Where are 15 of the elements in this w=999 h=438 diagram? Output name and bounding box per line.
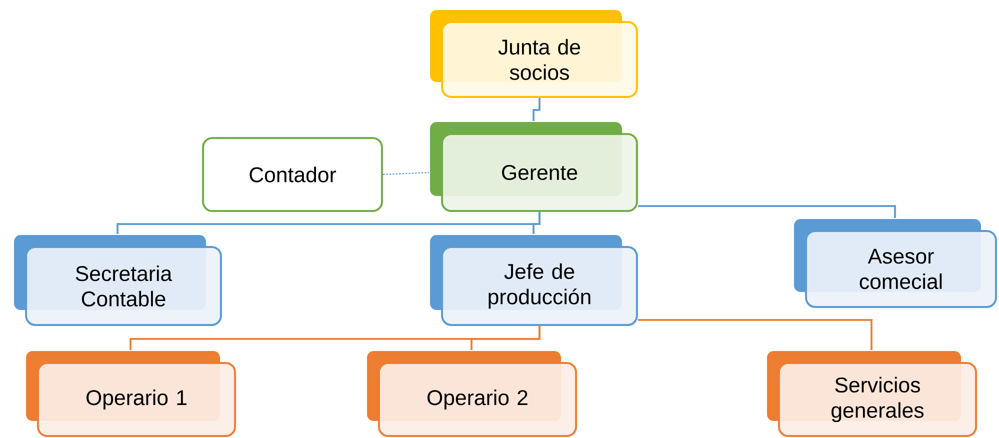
org-box: Operario 2	[367, 351, 578, 438]
connector-line	[532, 212, 540, 234]
connector-line	[382, 172, 430, 176]
org-box: Gerente	[430, 122, 638, 212]
org-box: Secretaria Contable	[14, 235, 222, 326]
connector-line	[638, 319, 872, 350]
org-box: Operario 1	[26, 351, 236, 438]
connector-line	[638, 205, 896, 218]
connector-line	[470, 326, 540, 350]
org-box: Jefe de producción	[430, 235, 638, 326]
org-box: Asesor comecial	[794, 219, 997, 308]
connector-line	[532, 98, 540, 121]
org-box: Contador	[202, 136, 383, 212]
org-box: Junta de socios	[430, 10, 638, 98]
org-box: Servicios generales	[767, 351, 978, 438]
